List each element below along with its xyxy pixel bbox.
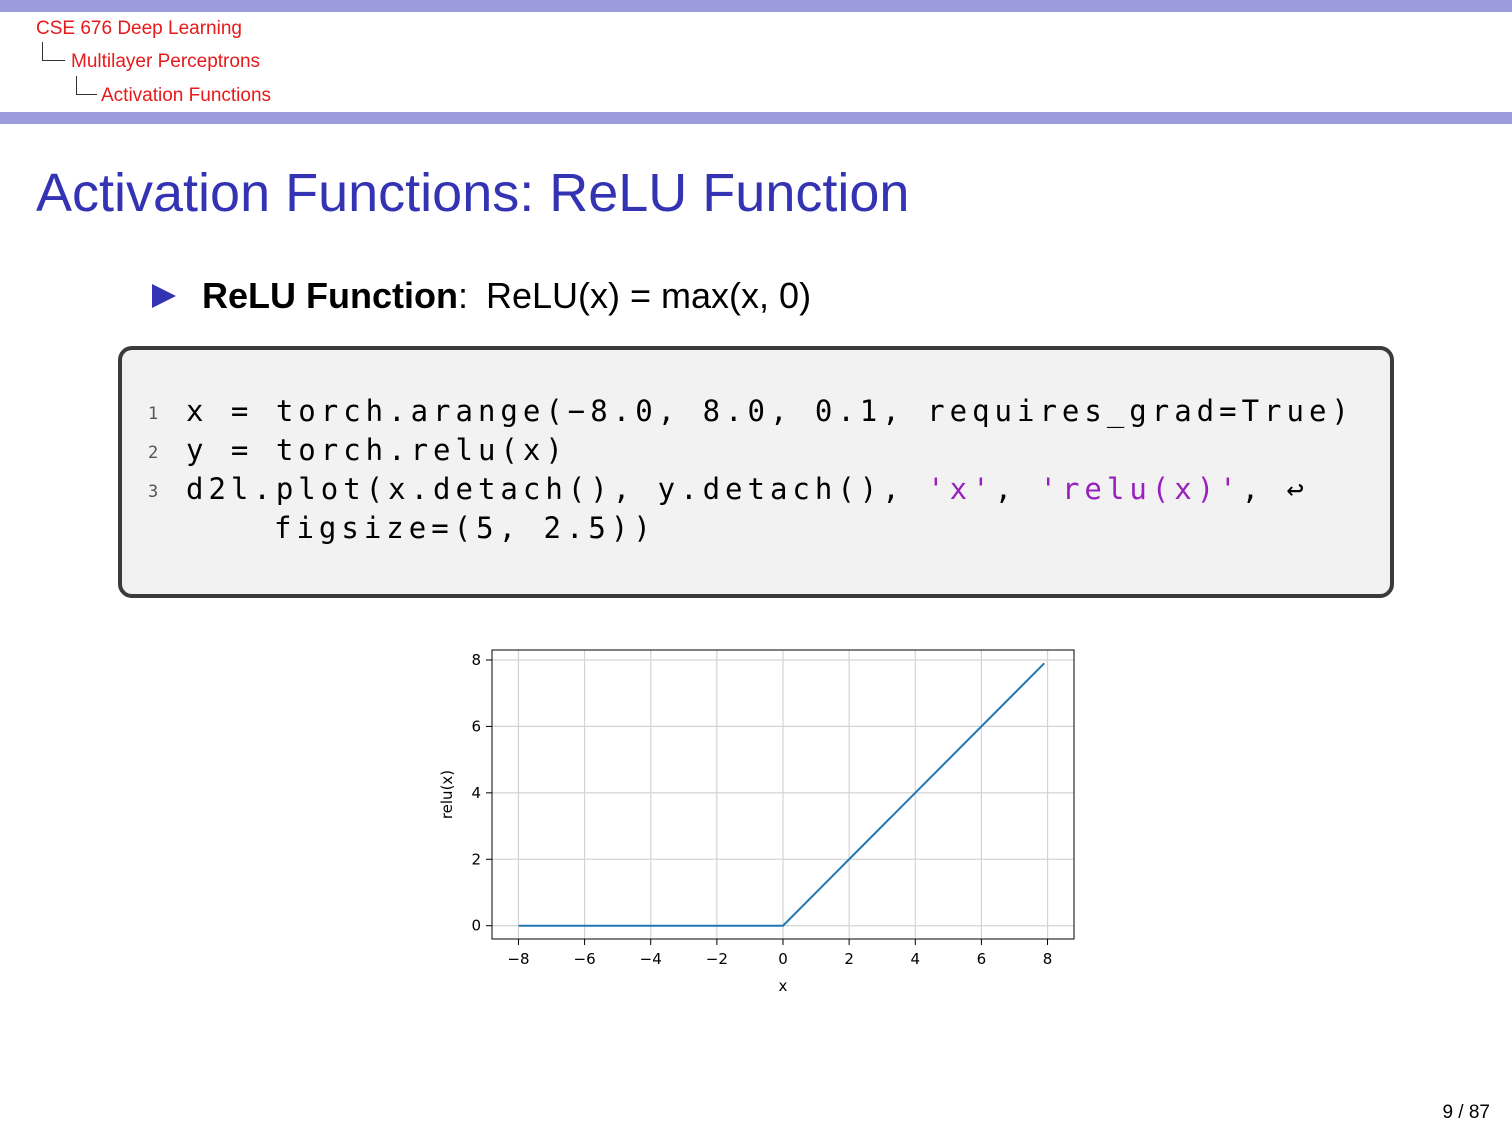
y-axis-label: relu(x) (438, 770, 456, 819)
code-segment: d2l.plot(x.detach(), y.detach(), (186, 472, 928, 506)
relu-series-line (518, 662, 1045, 927)
grid-layer (492, 650, 1074, 939)
y-tick-label: 6 (471, 717, 481, 735)
y-tick-label: 0 (471, 917, 481, 935)
slide-title: Activation Functions: ReLU Function (36, 163, 910, 223)
x-tick-label: −6 (574, 950, 596, 968)
code-line: d2l.plot(x.detach(), y.detach(), 'x', 'r… (186, 472, 1309, 506)
line-layer (518, 662, 1045, 927)
header-bar-bottom (0, 112, 1512, 124)
code-string: 'x' (927, 472, 995, 506)
code-segment: , (994, 472, 1040, 506)
bullet-colon: : (457, 275, 468, 316)
breadcrumb-section[interactable]: Multilayer Perceptrons (71, 51, 261, 72)
y-tick-label: 8 (471, 651, 481, 669)
x-tick-label: 2 (844, 950, 854, 968)
relu-chart: −8 −6 −4 −2 0 2 4 6 8 0 2 4 6 8 x relu(x) (438, 649, 1075, 995)
y-tick-label: 2 (471, 850, 481, 868)
x-tick-label: 6 (977, 950, 987, 968)
page-number: 9 / 87 (1442, 1102, 1490, 1123)
code-line: y = torch.relu(x) (186, 433, 568, 467)
x-axis-label: x (779, 977, 788, 995)
x-tick-label: 4 (910, 950, 920, 968)
breadcrumb-subsection[interactable]: Activation Functions (101, 85, 272, 106)
x-tick-label: 8 (1043, 950, 1053, 968)
code-block: 1 x = torch.arange(−8.0, 8.0, 0.1, requi… (118, 346, 1394, 598)
code-line: x = torch.arange(−8.0, 8.0, 0.1, require… (186, 394, 1354, 428)
bullet-triangle-icon (152, 284, 176, 308)
code-string: 'relu(x)' (1039, 472, 1242, 506)
line-number: 2 (148, 443, 159, 463)
tick-layer: −8 −6 −4 −2 0 2 4 6 8 0 2 4 6 8 (471, 651, 1052, 968)
line-number: 3 (148, 482, 159, 502)
code-segment: , ↩ (1241, 472, 1310, 506)
x-tick-label: 0 (778, 950, 788, 968)
bullet-formula: ReLU(x) = max(x, 0) (486, 275, 812, 316)
bullet-item: ReLU Function : ReLU(x) = max(x, 0) (152, 268, 811, 324)
x-tick-label: −4 (640, 950, 662, 968)
breadcrumb-connector (76, 76, 97, 95)
y-tick-label: 4 (471, 784, 481, 802)
bullet-label: ReLU Function (202, 275, 458, 316)
line-number: 1 (148, 404, 159, 424)
breadcrumb-course[interactable]: CSE 676 Deep Learning (36, 18, 242, 39)
header-bar-top (0, 0, 1512, 12)
x-tick-label: −2 (706, 950, 728, 968)
breadcrumb-connector (42, 42, 65, 61)
code-line-continuation: figsize=(5, 2.5)) (274, 511, 656, 545)
x-tick-label: −8 (507, 950, 529, 968)
